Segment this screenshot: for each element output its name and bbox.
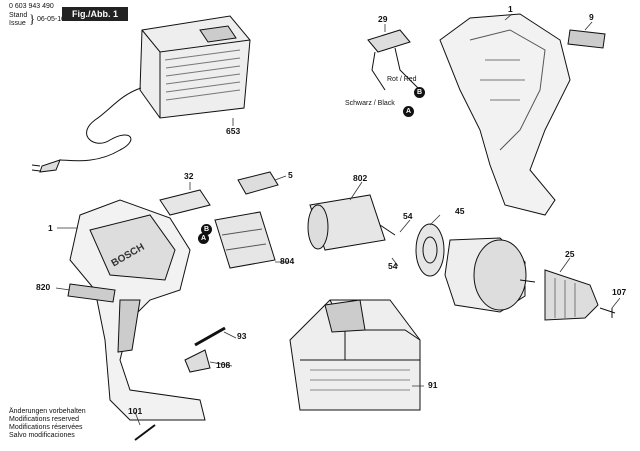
part-5-drawing: [237, 171, 279, 195]
footer-line-1: Änderungen vorbehalten: [9, 408, 86, 415]
brace-symbol: }: [29, 11, 36, 26]
footer-line-2: Modifications reserved: [9, 416, 80, 423]
callout-93: 93: [237, 331, 247, 341]
footer-line-4: Salvo modificaciones: [9, 432, 75, 439]
charger-653-drawing: [31, 15, 251, 173]
battery-91-drawing: [289, 299, 421, 411]
callout-91: 91: [428, 380, 438, 390]
callout-804: 804: [280, 256, 295, 266]
callout-108: 108: [216, 360, 231, 370]
issue-date: 06-05-10: [37, 16, 66, 23]
chuck-25-drawing: [544, 269, 599, 321]
label-9-drawing: [567, 29, 606, 49]
marker-b-badge-top: B: [414, 87, 425, 98]
screw-101-drawing: [134, 424, 156, 441]
callout-101: 101: [128, 406, 143, 416]
stand-label: Stand: [9, 12, 28, 19]
marker-a-badge-switch: A: [198, 233, 209, 244]
callout-54-b: 54: [388, 261, 398, 271]
callout-5: 5: [288, 170, 293, 180]
callout-802: 802: [353, 173, 368, 183]
callout-107: 107: [612, 287, 627, 297]
marker-a-badge-top: A: [403, 106, 414, 117]
callout-653: 653: [226, 126, 241, 136]
callout-29: 29: [378, 14, 388, 24]
footer-line-3: Modifications réservées: [9, 424, 83, 431]
switch-804-drawing: [214, 211, 276, 269]
figure-label: Fig./Abb. 1: [62, 7, 128, 21]
wires-drawing: [371, 47, 421, 91]
motor-802-drawing: [307, 194, 396, 251]
callout-1-left: 1: [48, 223, 53, 233]
callout-54-a: 54: [403, 211, 413, 221]
issue-label: Issue: [9, 20, 26, 27]
bit-93-drawing: [194, 326, 226, 347]
callout-9: 9: [589, 12, 594, 22]
callout-25: 25: [565, 249, 575, 259]
wire-black-label: Schwarz / Black: [345, 100, 395, 107]
part-29-drawing: [367, 29, 411, 53]
plate-45-drawing: [415, 223, 445, 277]
part-number: 0 603 943 490: [9, 3, 54, 10]
cover-32-drawing: [159, 189, 211, 216]
callout-820: 820: [36, 282, 51, 292]
screw-107-drawing: [599, 307, 616, 318]
callout-32: 32: [184, 171, 194, 181]
callout-45: 45: [455, 206, 465, 216]
marker-b-badge-switch: B: [201, 224, 212, 235]
gearbox-drawing: [444, 237, 536, 313]
callout-1-top: 1: [508, 4, 513, 14]
drill-body-drawing: [69, 199, 206, 421]
wire-red-label: Rot / Red: [387, 76, 417, 83]
label-820-drawing: [67, 283, 116, 303]
clip-108-drawing: [184, 349, 211, 373]
housing-half-1-drawing: [439, 13, 571, 216]
